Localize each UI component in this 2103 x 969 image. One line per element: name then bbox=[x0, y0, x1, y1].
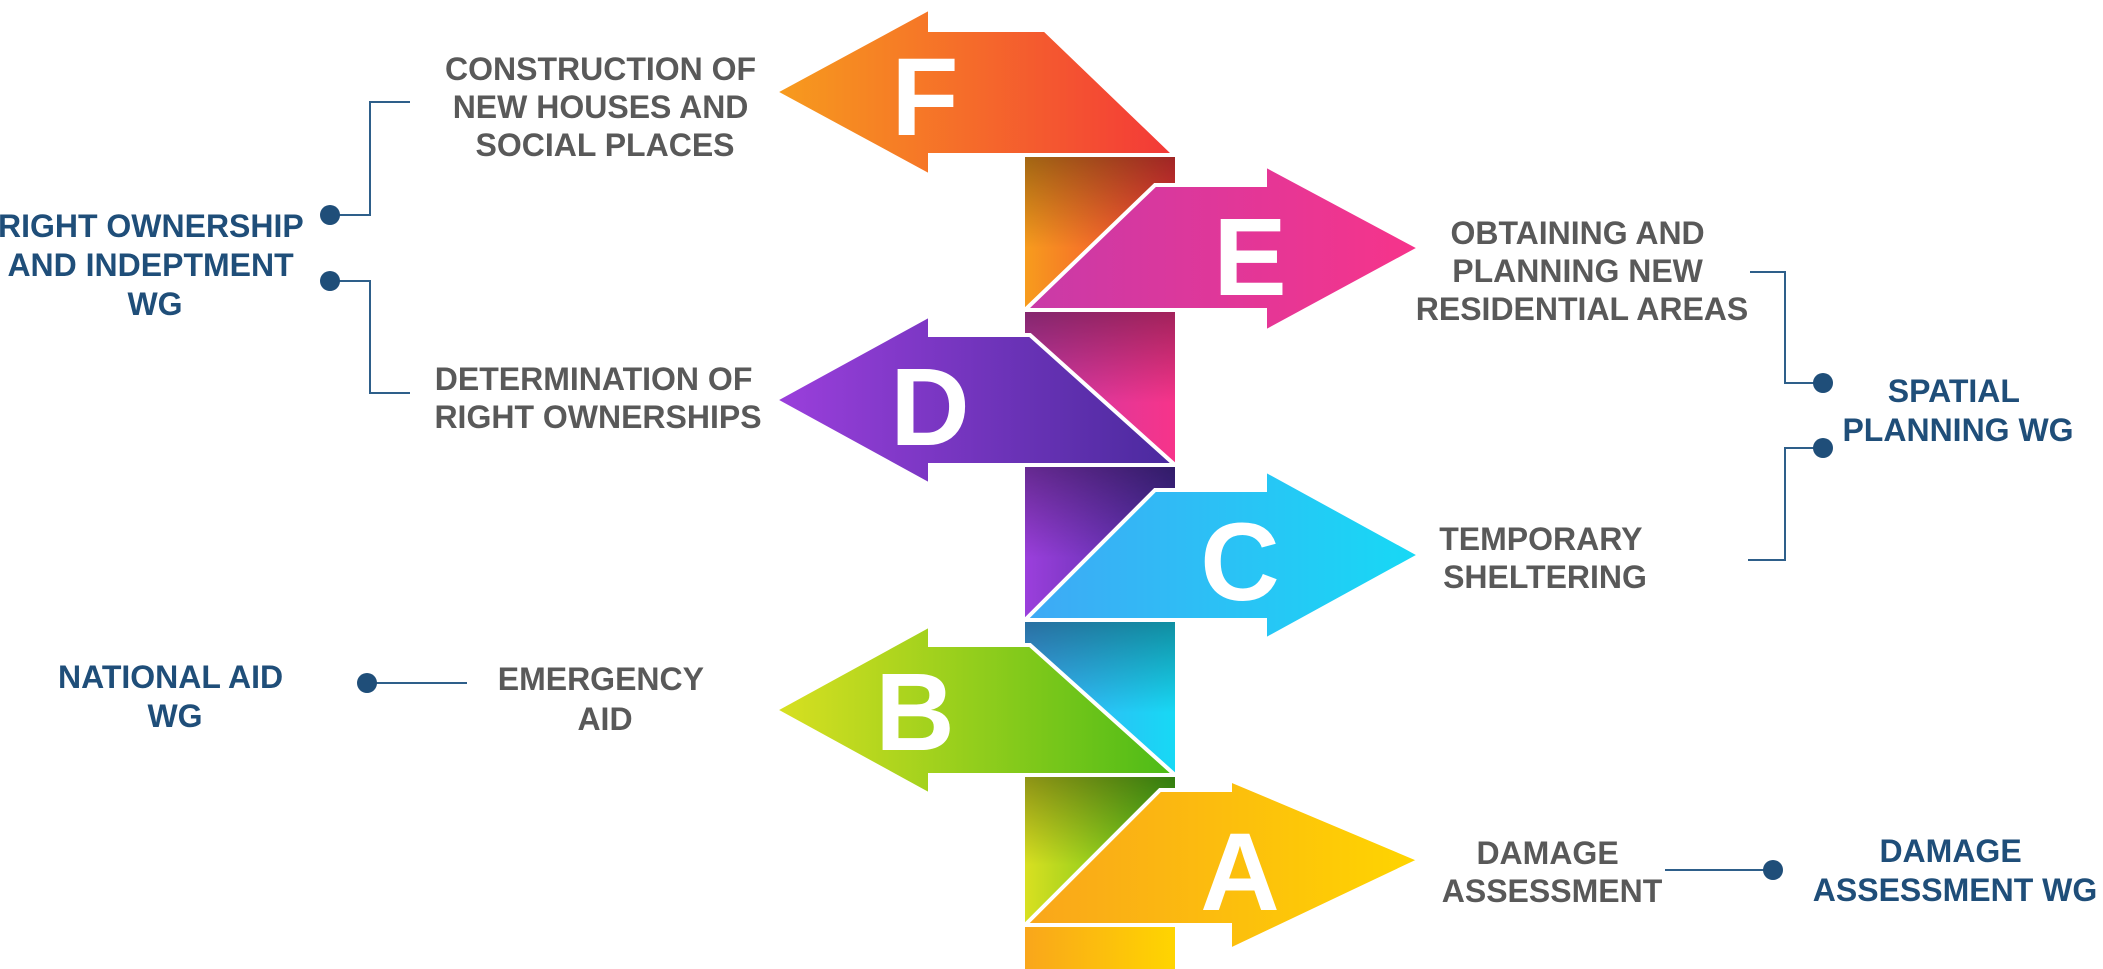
step-label-F: CONSTRUCTION OF NEW HOUSES AND SOCIAL PL… bbox=[445, 51, 765, 163]
wg-national-aid-line-2: WG bbox=[147, 698, 202, 734]
wg-label-right-ownership: RIGHT OWNERSHIP AND INDEPTMENT WG bbox=[0, 208, 312, 322]
step-label-F-line-3: SOCIAL PLACES bbox=[476, 127, 735, 163]
step-arrows: A B C D E F bbox=[770, 4, 1425, 954]
node-dot bbox=[357, 673, 377, 693]
step-labels: CONSTRUCTION OF NEW HOUSES AND SOCIAL PL… bbox=[434, 51, 1748, 909]
connector-C-to-wg-spatial-planning bbox=[1748, 447, 1823, 561]
arrow-letter-A: A bbox=[1200, 811, 1279, 934]
connectors bbox=[320, 101, 1833, 880]
wg-right-ownership-line-1: RIGHT OWNERSHIP bbox=[0, 208, 303, 244]
arrow-D: D bbox=[770, 311, 1181, 489]
node-dot bbox=[1813, 438, 1833, 458]
step-label-A-line-1: DAMAGE bbox=[1476, 835, 1618, 871]
wg-right-ownership-line-3: WG bbox=[127, 286, 182, 322]
wg-label-damage-assessment: DAMAGE ASSESSMENT WG bbox=[1813, 833, 2097, 908]
arrow-letter-D: D bbox=[890, 346, 969, 469]
step-label-B: EMERGENCY AID bbox=[498, 661, 713, 737]
connector-wg-right-ownership-to-F bbox=[330, 101, 410, 216]
step-label-F-line-1: CONSTRUCTION OF bbox=[445, 51, 756, 87]
step-label-E-line-1: OBTAINING AND bbox=[1450, 215, 1704, 251]
node-dot bbox=[1813, 373, 1833, 393]
step-label-B-line-2: AID bbox=[577, 701, 632, 737]
step-label-A: DAMAGE ASSESSMENT bbox=[1442, 835, 1663, 909]
arrow-A: A bbox=[1020, 776, 1425, 954]
wg-label-spatial-planning: SPATIAL PLANNING WG bbox=[1842, 373, 2073, 448]
wg-label-national-aid: NATIONAL AID WG bbox=[58, 659, 292, 734]
wg-right-ownership-line-2: AND INDEPTMENT bbox=[7, 247, 294, 283]
step-label-E: OBTAINING AND PLANNING NEW RESIDENTIAL A… bbox=[1416, 215, 1748, 327]
arrow-C: C bbox=[1020, 466, 1425, 644]
step-label-A-line-2: ASSESSMENT bbox=[1442, 873, 1663, 909]
arrow-letter-F: F bbox=[891, 36, 958, 159]
node-dot bbox=[320, 205, 340, 225]
arrow-letter-B: B bbox=[875, 651, 954, 774]
step-label-B-line-1: EMERGENCY bbox=[498, 661, 704, 697]
step-label-C-line-1: TEMPORARY bbox=[1439, 521, 1642, 557]
arrow-F: F bbox=[770, 4, 1180, 180]
step-label-D-line-1: DETERMINATION OF bbox=[435, 361, 753, 397]
connector-wg-right-ownership-to-D bbox=[330, 280, 410, 394]
step-label-C-line-2: SHELTERING bbox=[1443, 559, 1647, 595]
fold-A bbox=[1025, 925, 1175, 969]
wg-damage-assessment-line-1: DAMAGE bbox=[1879, 833, 2021, 869]
wg-spatial-planning-line-1: SPATIAL bbox=[1888, 373, 2020, 409]
arrow-E: E bbox=[1020, 161, 1425, 336]
arrow-letter-C: C bbox=[1200, 501, 1279, 624]
working-group-labels: RIGHT OWNERSHIP AND INDEPTMENT WG NATION… bbox=[0, 208, 2097, 908]
step-label-F-line-2: NEW HOUSES AND bbox=[453, 89, 749, 125]
wg-spatial-planning-line-2: PLANNING WG bbox=[1842, 412, 2073, 448]
node-dot bbox=[1763, 860, 1783, 880]
step-label-D-line-2: RIGHT OWNERSHIPS bbox=[434, 399, 761, 435]
node-dot bbox=[320, 271, 340, 291]
step-label-C: TEMPORARY SHELTERING bbox=[1439, 521, 1651, 595]
connector-E-to-wg-spatial-planning bbox=[1750, 271, 1823, 384]
step-label-E-line-2: PLANNING NEW bbox=[1452, 253, 1703, 289]
step-label-D: DETERMINATION OF RIGHT OWNERSHIPS bbox=[434, 361, 761, 435]
arrow-letter-E: E bbox=[1213, 196, 1286, 319]
step-label-E-line-3: RESIDENTIAL AREAS bbox=[1416, 291, 1748, 327]
wg-damage-assessment-line-2: ASSESSMENT WG bbox=[1813, 872, 2097, 908]
wg-national-aid-line-1: NATIONAL AID bbox=[58, 659, 283, 695]
arrow-B: B bbox=[770, 621, 1181, 799]
